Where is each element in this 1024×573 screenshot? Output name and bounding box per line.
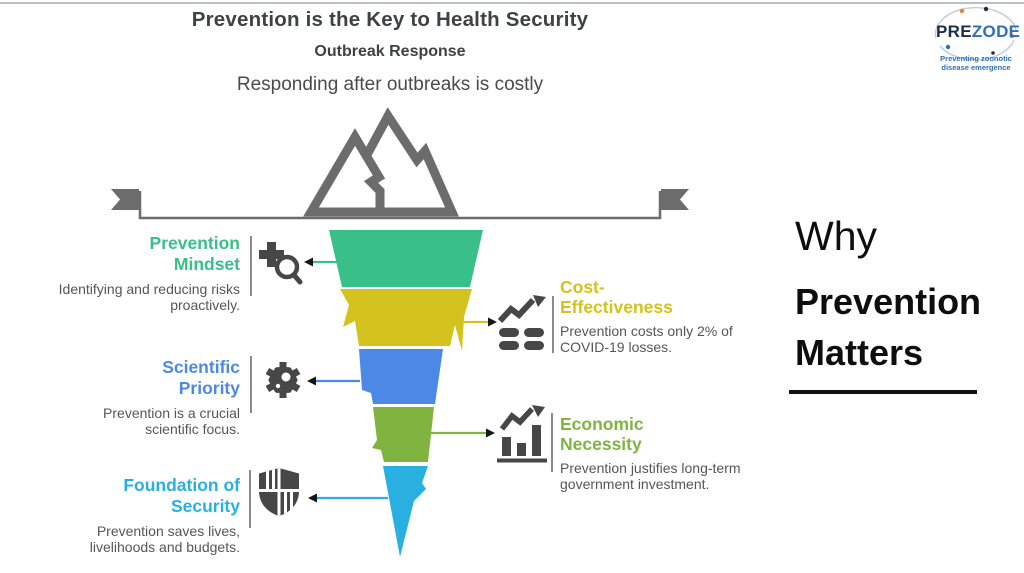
mountain-icon xyxy=(303,107,459,217)
callout-title: Prevention Mindset xyxy=(30,233,240,275)
why-panel-line1: Why xyxy=(795,213,877,259)
callout-title-line2: Necessity xyxy=(560,434,642,454)
callout-title-line2: Mindset xyxy=(173,254,240,274)
shield-icon xyxy=(259,468,299,516)
arrow-economic-necessity xyxy=(430,428,495,438)
page-subtitle: Outbreak Response xyxy=(314,43,466,60)
funnel-segment-scientific-priority xyxy=(359,349,443,404)
callout-title-line1: Prevention xyxy=(149,233,240,253)
callout-body: Identifying and reducing risks proactive… xyxy=(30,281,240,313)
ribbon-right-flag xyxy=(661,189,689,210)
prezode-tagline-line2: disease emergence xyxy=(941,63,1011,72)
prezode-logo-orbit-icon xyxy=(934,6,1017,60)
callout-body: Prevention is a crucial scientific focus… xyxy=(30,405,240,437)
plus-magnifier-icon xyxy=(259,242,303,285)
callout-scientific-priority: Scientific Priority Prevention is a cruc… xyxy=(30,357,240,437)
prezode-tagline: Preventing zoonotic disease emergence xyxy=(928,54,1024,72)
callout-title-line1: Foundation of xyxy=(123,475,240,495)
ribbon-banner xyxy=(111,189,689,220)
callout-body: Prevention costs only 2% of COVID-19 los… xyxy=(560,323,795,355)
callout-body-line2: scientific focus. xyxy=(145,420,240,437)
callout-title: Scientific Priority xyxy=(30,357,240,399)
callout-prevention-mindset: Prevention Mindset Identifying and reduc… xyxy=(30,233,240,313)
callout-title: Cost- Effectiveness xyxy=(560,277,795,317)
callout-economic-necessity: Economic Necessity Prevention justifies … xyxy=(560,414,795,492)
callout-cost-effectiveness: Cost- Effectiveness Prevention costs onl… xyxy=(560,277,795,355)
callout-title-line2: Priority xyxy=(178,378,240,398)
why-panel-underline xyxy=(789,390,977,394)
why-panel-line2: Prevention xyxy=(795,281,982,322)
prezode-wordmark-zode: ZODE xyxy=(971,22,1021,41)
divider-cost-effectiveness xyxy=(552,296,554,353)
callout-title-line1: Scientific xyxy=(162,357,240,377)
callout-body-line2: COVID-19 losses. xyxy=(560,338,673,355)
why-panel-line3: Matters xyxy=(795,332,924,373)
arrow-prevention-mindset xyxy=(304,257,337,267)
callout-body: Prevention saves lives, livelihoods and … xyxy=(30,523,240,555)
callout-body-line2: proactively. xyxy=(170,296,240,313)
funnel-segment-economic-necessity xyxy=(372,407,434,462)
callout-body: Prevention justifies long-term governmen… xyxy=(560,460,795,492)
growth-chart-icon xyxy=(497,295,546,350)
slide-top-border xyxy=(0,2,1024,4)
callout-title-line2: Effectiveness xyxy=(560,297,673,317)
callout-foundation-security: Foundation of Security Prevention saves … xyxy=(30,475,240,555)
arrow-cost-effectiveness xyxy=(460,317,497,327)
callout-title: Foundation of Security xyxy=(30,475,240,517)
prezode-wordmark: PREZODE xyxy=(936,22,1021,42)
callout-body-line1: Prevention saves lives, xyxy=(96,523,240,539)
page-title: Prevention is the Key to Health Security xyxy=(191,8,589,31)
callout-body-line2: livelihoods and budgets. xyxy=(89,538,240,555)
callout-title-line1: Economic xyxy=(560,414,644,434)
callout-body-line1: Prevention justifies long-term xyxy=(560,460,741,476)
prezode-tagline-line1: Preventing zoonotic xyxy=(940,54,1012,63)
funnel-segment-prevention-mindset xyxy=(329,230,483,287)
arrow-scientific-priority xyxy=(307,376,360,386)
divider-foundation-security xyxy=(249,470,251,528)
prezode-wordmark-pre: PRE xyxy=(936,22,972,41)
page-tagline: Responding after outbreaks is costly xyxy=(236,74,544,95)
divider-prevention-mindset xyxy=(250,236,252,296)
funnel-segment-cost-effectiveness xyxy=(340,289,472,351)
callout-title: Economic Necessity xyxy=(560,414,795,454)
callout-title-line1: Cost- xyxy=(560,277,605,297)
divider-economic-necessity xyxy=(551,413,553,472)
arrow-foundation-security xyxy=(308,493,388,503)
callout-title-line2: Security xyxy=(170,496,240,516)
funnel-segment-foundation-security xyxy=(383,466,428,557)
ribbon-left-flag xyxy=(111,189,139,210)
callout-body-line1: Prevention is a crucial xyxy=(103,405,240,421)
bar-chart-icon xyxy=(497,405,547,463)
callout-body-line2: government investment. xyxy=(560,475,710,492)
callout-body-line1: Identifying and reducing risks xyxy=(58,281,240,297)
divider-scientific-priority xyxy=(250,356,252,413)
virus-icon xyxy=(265,362,301,398)
callout-body-line1: Prevention costs only 2% of xyxy=(560,323,733,339)
